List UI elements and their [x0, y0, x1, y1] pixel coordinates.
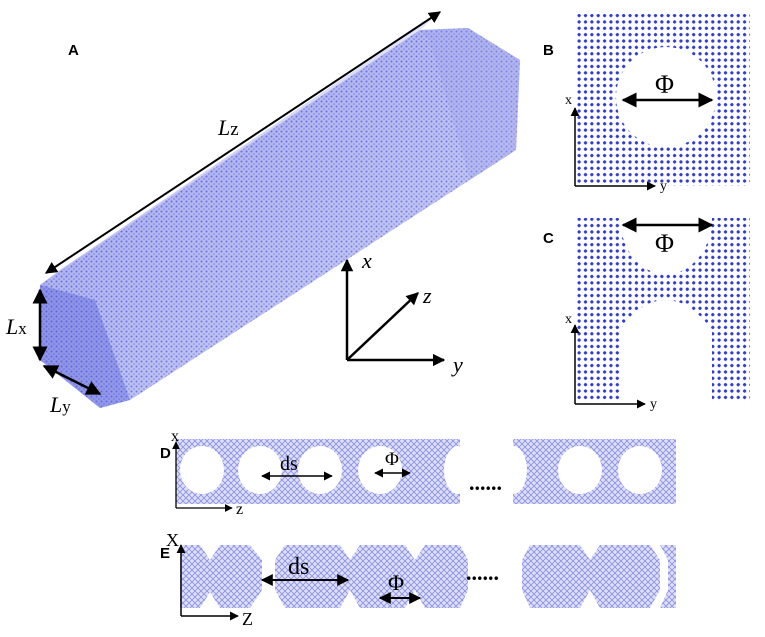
axis-y-label-b: y [660, 179, 667, 194]
phi-label-b: Φ [655, 70, 674, 99]
ellipsis-e: ...... [466, 560, 499, 585]
phi-label-d: Φ [385, 449, 399, 470]
lz-arrow [44, 11, 442, 274]
panel-label-c: C [543, 230, 554, 247]
ly-label: Ly [49, 392, 71, 417]
axis-z-label-e: Z [242, 609, 253, 629]
panel-b: B Φ x y [543, 14, 750, 194]
axes-xyz: x y z [340, 248, 463, 377]
panel-c: C Φ x y [543, 217, 750, 412]
axis-x-label-d: x [171, 428, 179, 445]
axis-y-label-c: y [650, 397, 657, 412]
nanowire-strip-e [180, 545, 676, 608]
nanowire-prism [40, 14, 520, 408]
ellipsis-d: ...... [469, 470, 502, 495]
ly-arrow [42, 364, 102, 396]
axis-y-label: y [451, 352, 463, 377]
panel-label-d: D [160, 445, 171, 462]
phi-label-e: Φ [388, 570, 404, 595]
axis-x-label: x [361, 248, 372, 273]
lz-label: Lz [217, 115, 239, 140]
axis-z-label: z [422, 283, 432, 308]
axis-x-label-e: X [166, 530, 179, 550]
panel-a: A Lz Lx Ly x y z [5, 11, 520, 417]
ds-label-d: ds [280, 453, 298, 475]
phi-label-c: Φ [655, 229, 674, 258]
panel-label-b: B [543, 42, 554, 59]
cross-section-c [575, 218, 750, 402]
lx-label: Lx [5, 314, 27, 339]
panel-label-a: A [68, 42, 79, 59]
panel-label-e: E [160, 545, 170, 562]
axis-x-label-b: x [565, 93, 572, 108]
panel-e: E ds Φ ...... X Z [160, 530, 676, 629]
axis-x-label-c: x [565, 312, 572, 327]
ds-label-e: ds [288, 554, 309, 580]
panel-d: D ds Φ ...... x z [160, 428, 676, 518]
axis-z-arrow [346, 292, 419, 361]
axis-z-label-d: z [236, 501, 243, 518]
